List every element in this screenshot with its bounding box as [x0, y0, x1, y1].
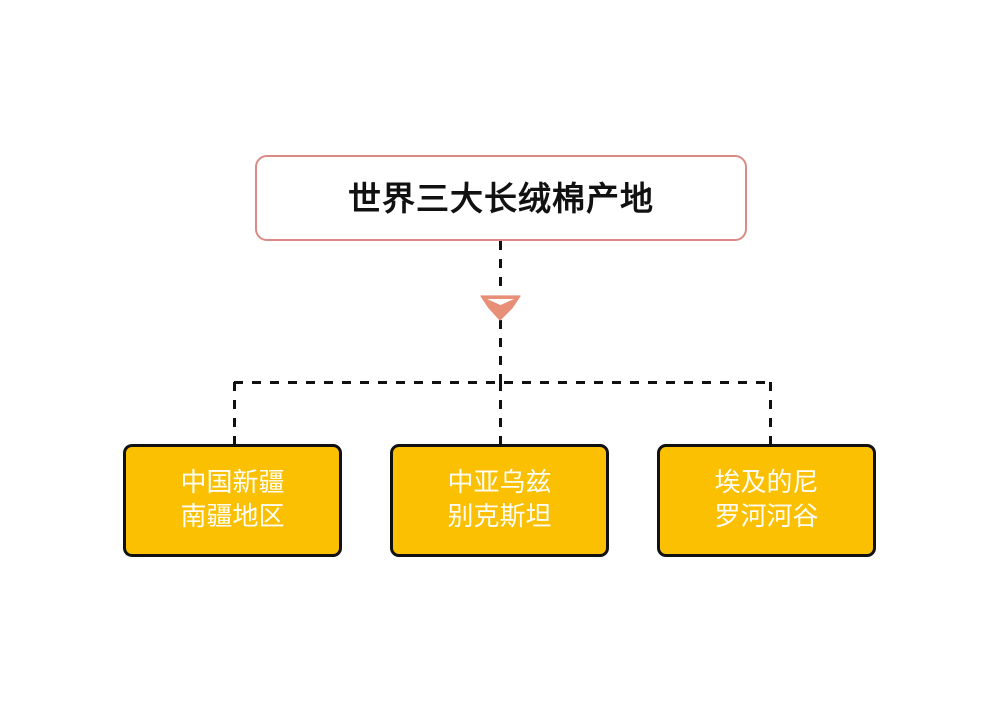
leaf-node-1-line-2: 南疆地区 — [180, 501, 285, 532]
leaf-node-2[interactable]: 中亚乌兹 别克斯坦 — [390, 444, 609, 557]
leaf-node-2-line-2: 别克斯坦 — [447, 501, 552, 532]
root-node[interactable]: 世界三大长绒棉产地 — [255, 155, 747, 241]
leaf-node-3-line-1: 埃及的尼 — [714, 468, 819, 499]
down-arrow-icon — [480, 295, 521, 321]
root-node-label: 世界三大长绒棉产地 — [348, 178, 654, 218]
leaf-node-3-line-2: 罗河河谷 — [714, 501, 819, 532]
leaf-node-1[interactable]: 中国新疆 南疆地区 — [123, 444, 342, 557]
leaf-node-2-line-1: 中亚乌兹 — [447, 468, 552, 499]
leaf-node-1-line-1: 中国新疆 — [180, 468, 285, 499]
leaf-node-3[interactable]: 埃及的尼 罗河河谷 — [657, 444, 876, 557]
